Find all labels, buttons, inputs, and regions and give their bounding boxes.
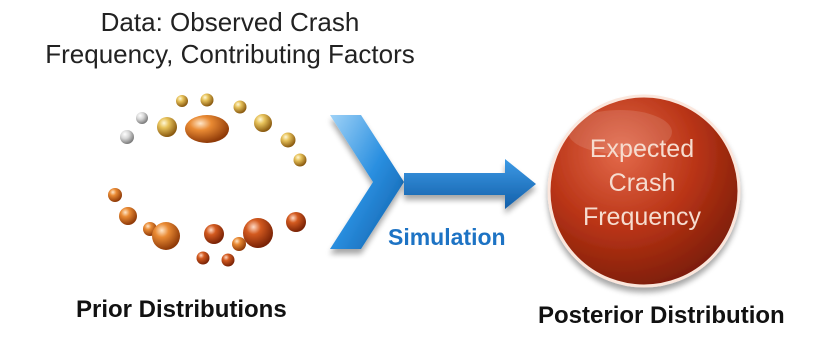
data-title-line-2: Frequency, Contributing Factors — [45, 39, 415, 69]
bead — [108, 188, 122, 202]
posterior-distribution-label: Posterior Distribution — [538, 302, 785, 329]
bead — [243, 218, 273, 248]
circle-text-line-1: Expected — [589, 135, 695, 163]
bead — [200, 93, 214, 107]
bead — [136, 112, 148, 124]
bead — [233, 100, 247, 114]
prior-distributions-label: Prior Distributions — [76, 296, 287, 323]
bead — [176, 95, 188, 107]
data-title-line-1: Data: Observed Crash — [100, 7, 360, 37]
bead — [293, 153, 307, 167]
posterior-circle — [547, 94, 741, 288]
prior-distributions-beads — [108, 93, 307, 267]
circle-text-line-3: Frequency — [582, 203, 702, 231]
bead — [120, 130, 134, 144]
posterior-circle-text: Expected Crash Frequency — [548, 132, 736, 234]
bead — [232, 237, 246, 251]
chevron-shape — [330, 115, 404, 249]
simulation-label: Simulation — [388, 224, 506, 250]
simulation-arrow — [404, 159, 536, 209]
bead — [157, 117, 177, 137]
posterior-circle-highlight — [568, 110, 672, 154]
data-title: Data: Observed Crash Frequency, Contribu… — [0, 6, 460, 70]
bead — [221, 253, 235, 267]
bead — [204, 224, 224, 244]
bead — [286, 212, 306, 232]
bead — [119, 207, 137, 225]
bead — [280, 132, 296, 148]
bead — [254, 114, 272, 132]
bead — [152, 222, 180, 250]
circle-text-line-2: Crash — [608, 169, 676, 197]
bead — [196, 251, 210, 265]
bead — [185, 115, 229, 143]
